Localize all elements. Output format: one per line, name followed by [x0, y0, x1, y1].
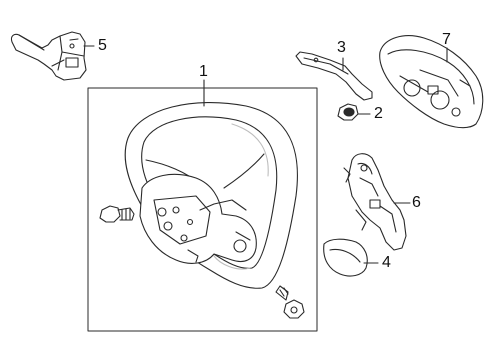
bolt-left-part [99, 205, 135, 223]
trim-strip-part [295, 51, 373, 101]
callout-4: 4 [382, 254, 391, 271]
callout-3: 3 [337, 39, 346, 56]
callout-2: 2 [374, 105, 383, 122]
cover-part [323, 238, 368, 277]
switch-assembly-part [343, 153, 407, 251]
callout-1: 1 [199, 63, 208, 80]
nut-part [337, 103, 359, 121]
bolt-bottom-part [275, 285, 305, 319]
steering-wheel-part [124, 102, 298, 289]
callout-7: 7 [442, 31, 451, 48]
combination-switch-part [10, 31, 87, 81]
callout-6: 6 [412, 194, 421, 211]
callout-5: 5 [98, 37, 107, 54]
airbag-module-part [379, 35, 484, 129]
assembly-box [87, 87, 318, 332]
